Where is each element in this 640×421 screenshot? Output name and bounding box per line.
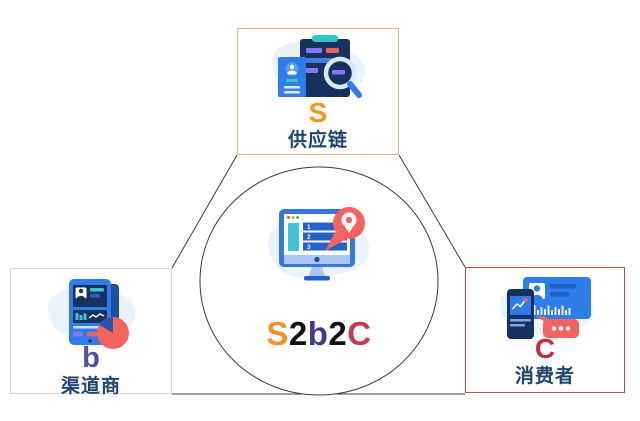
connector-top-to-right bbox=[398, 154, 466, 268]
node-letter: C bbox=[534, 333, 556, 364]
node-supplier: S 供应链 bbox=[237, 28, 399, 155]
node-letter: b bbox=[82, 342, 100, 374]
tablet-pie-chart-icon bbox=[43, 274, 139, 352]
phone-id-card-chat-bubble-icon bbox=[493, 275, 597, 341]
node-letter: S bbox=[308, 97, 328, 128]
node-channel: b 渠道商 bbox=[10, 268, 172, 397]
node-consumer: C 消费者 bbox=[465, 267, 625, 393]
node-label: 供应链 bbox=[287, 130, 348, 151]
node-label: 消费者 bbox=[514, 366, 575, 387]
node-label: 渠道商 bbox=[60, 376, 121, 397]
clipboard-id-card-magnifier-icon bbox=[264, 33, 372, 105]
connector-top-to-left bbox=[171, 154, 238, 269]
center-circle bbox=[199, 166, 439, 396]
